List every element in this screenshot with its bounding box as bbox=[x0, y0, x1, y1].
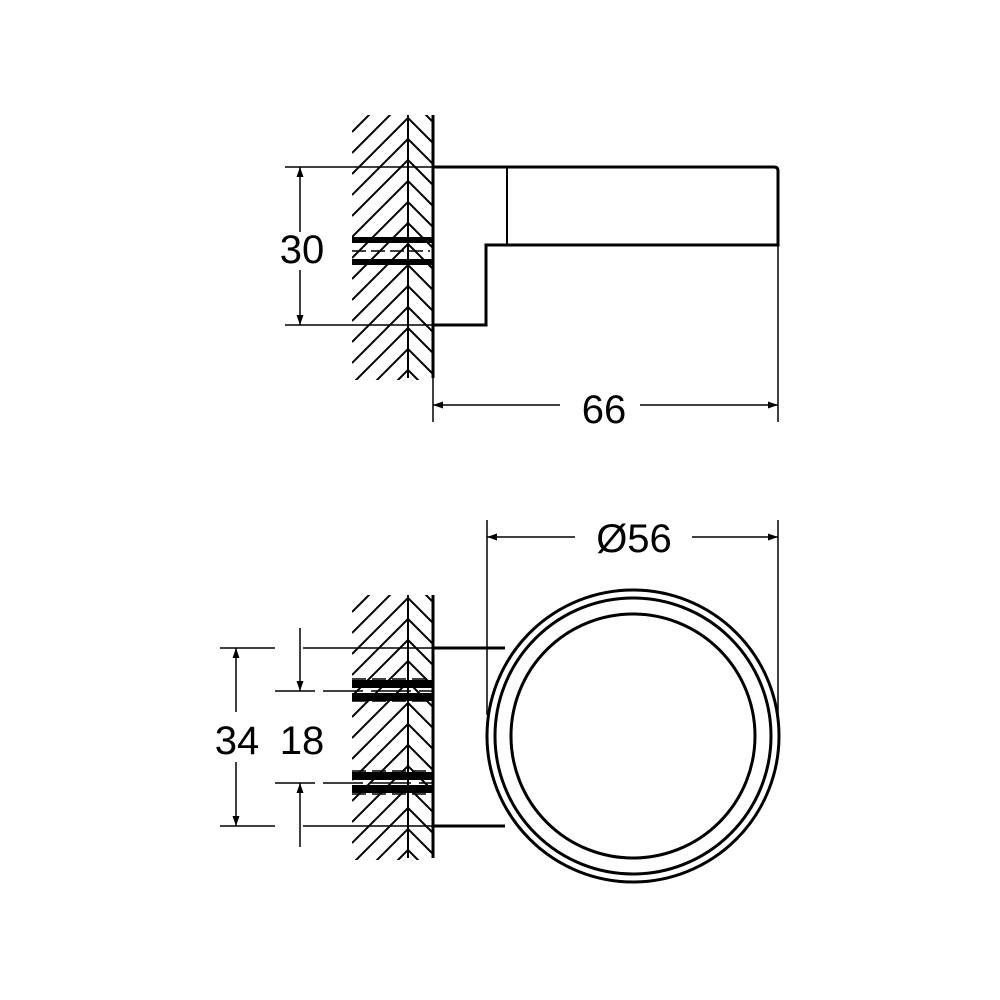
hatch-line bbox=[352, 702, 408, 760]
hatch-line bbox=[396, 369, 408, 380]
hatch-line bbox=[408, 159, 433, 186]
hatch-line bbox=[375, 828, 408, 860]
hatch-line bbox=[352, 412, 408, 468]
inner-spacing-label: 18 bbox=[280, 719, 325, 763]
hatch-line bbox=[408, 535, 433, 560]
hatch-line bbox=[408, 556, 433, 581]
hatch-line bbox=[408, 55, 433, 80]
outer-spacing-label: 34 bbox=[215, 719, 260, 763]
hatch-line bbox=[352, 115, 371, 133]
dimension-depth bbox=[432, 245, 779, 422]
hatch-line bbox=[424, 115, 433, 123]
dimension-spacing bbox=[220, 628, 433, 847]
hatch-line bbox=[352, 660, 408, 718]
hatch-line bbox=[352, 115, 392, 154]
hatch-line bbox=[352, 786, 408, 844]
hatch-line bbox=[352, 913, 408, 969]
hatch-line bbox=[352, 535, 408, 591]
hatch-line bbox=[352, 285, 408, 343]
hatch-line bbox=[408, 892, 433, 917]
hatch-line bbox=[408, 222, 433, 249]
hatch-line bbox=[352, 306, 408, 364]
hatch-line bbox=[408, 828, 433, 855]
hatch-line bbox=[352, 117, 408, 175]
hatch-line bbox=[354, 327, 408, 380]
hatch-line bbox=[352, 892, 408, 948]
hatch-line bbox=[408, 702, 433, 729]
hatch-line bbox=[408, 201, 433, 228]
hatch-line bbox=[408, 391, 433, 416]
dimension-height bbox=[285, 166, 433, 326]
hatch-line bbox=[408, 412, 433, 437]
hatch-line bbox=[354, 807, 408, 860]
hatch-line bbox=[352, 595, 392, 634]
hatch-line bbox=[352, 597, 408, 655]
hatch-line bbox=[408, 243, 433, 270]
hatch-line bbox=[424, 595, 433, 603]
hatch-line bbox=[408, 639, 433, 666]
hatch-line bbox=[352, 391, 408, 447]
hatch-line bbox=[408, 285, 433, 312]
hatch-line bbox=[408, 264, 433, 291]
hatch-line bbox=[408, 618, 433, 645]
hatch-line bbox=[352, 618, 408, 676]
hatch-line bbox=[408, 849, 420, 860]
diameter-label: Ø56 bbox=[596, 517, 672, 561]
dimension-diameter bbox=[486, 520, 779, 715]
hatch-line bbox=[408, 76, 433, 101]
hatch-line bbox=[408, 306, 433, 333]
wall-section-bottom bbox=[275, 535, 435, 969]
hatch-line bbox=[408, 807, 433, 834]
hatch-line bbox=[352, 159, 408, 217]
hatch-line bbox=[408, 327, 433, 354]
hatch-line bbox=[375, 348, 408, 380]
hatch-line bbox=[408, 913, 433, 938]
hatch-line bbox=[408, 597, 433, 624]
hatch-line bbox=[408, 369, 420, 380]
height-label: 30 bbox=[280, 228, 325, 272]
hatch-line bbox=[408, 138, 433, 165]
hatch-line bbox=[408, 433, 433, 458]
holder-side-profile bbox=[433, 165, 780, 327]
wall-section-top bbox=[352, 55, 435, 489]
hatch-line bbox=[408, 180, 433, 207]
hatch-line bbox=[396, 849, 408, 860]
hatch-line bbox=[352, 55, 408, 111]
hatch-line bbox=[408, 723, 433, 750]
hatch-line bbox=[352, 871, 408, 927]
depth-label: 66 bbox=[582, 388, 627, 432]
hatch-line bbox=[352, 201, 408, 259]
hatch-line bbox=[408, 871, 433, 896]
hatch-line bbox=[408, 348, 433, 375]
hatch-line bbox=[352, 243, 408, 301]
hatch-line bbox=[408, 117, 433, 144]
hatch-line bbox=[408, 744, 433, 771]
holder-front-ring bbox=[433, 588, 781, 884]
hatch-line bbox=[352, 180, 408, 238]
hatch-line bbox=[352, 264, 408, 322]
hatch-line bbox=[352, 595, 371, 613]
hatch-line bbox=[352, 433, 408, 489]
